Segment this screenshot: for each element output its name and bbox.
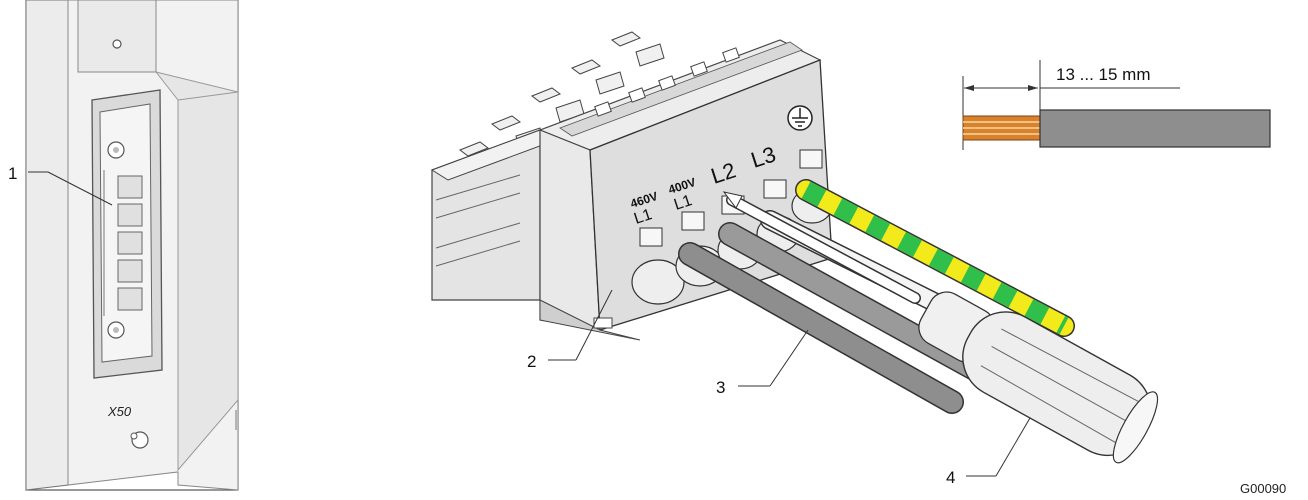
wire-insulation <box>1039 109 1271 148</box>
callout-number: 2 <box>527 352 536 371</box>
screwdriver <box>722 191 1159 464</box>
terminal-hole-icon <box>631 259 685 305</box>
figure-id: G00090 <box>1240 481 1286 496</box>
device-panel: X50 <box>25 0 239 491</box>
strip-length-label: 13 ... 15 mm <box>1056 65 1150 84</box>
arrowhead-icon <box>1028 85 1038 91</box>
connector-x50 <box>91 89 163 379</box>
terminal-phase-l1-460: L1 <box>632 206 654 228</box>
callout-2: 2 <box>527 289 613 371</box>
gray-wire-l1 <box>679 243 963 413</box>
connector-label: X50 <box>107 404 132 419</box>
callout-1: 1 <box>8 164 113 206</box>
terminal-plug: 460V L1 400V L1 L2 L3 <box>430 31 833 341</box>
arrowhead-icon <box>964 85 974 91</box>
callout-number: 4 <box>946 468 955 487</box>
callout-number: 3 <box>716 378 725 397</box>
ground-icon <box>787 105 813 131</box>
callout-3: 3 <box>716 329 809 397</box>
screw-icon <box>112 39 122 49</box>
callout-4: 4 <box>946 417 1031 487</box>
terminal-phase-l1-400: L1 <box>672 192 694 214</box>
wire-strip-detail: 13 ... 15 mm <box>962 60 1271 150</box>
callout-number: 1 <box>8 164 17 183</box>
